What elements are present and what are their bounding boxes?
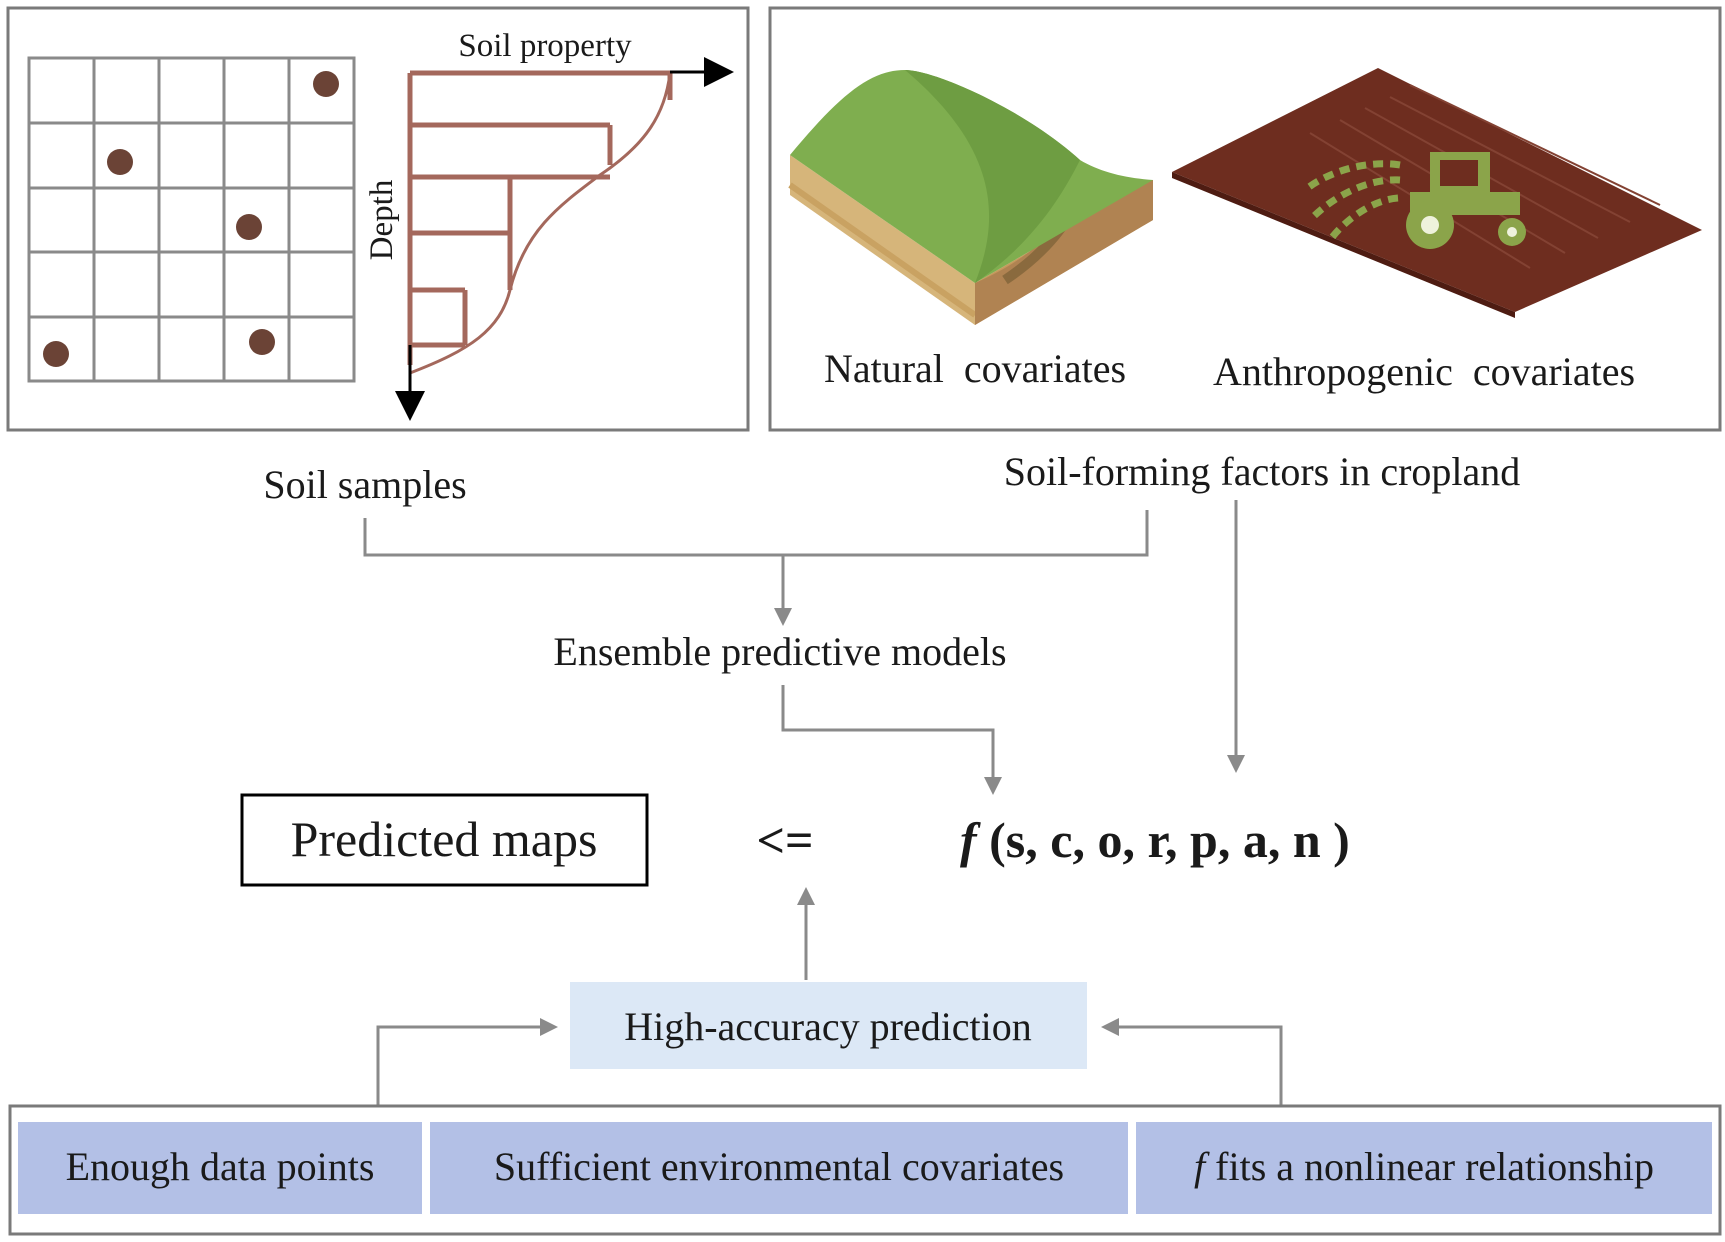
arrow-right-condition bbox=[1101, 1018, 1283, 1106]
high-accuracy-label: High-accuracy prediction bbox=[624, 1004, 1032, 1049]
sample-point bbox=[107, 149, 133, 175]
sample-point bbox=[43, 341, 69, 367]
sample-point bbox=[249, 329, 275, 355]
sampling-grid bbox=[27, 56, 356, 383]
soil-forming-factors-label: Soil-forming factors in cropland bbox=[1004, 449, 1521, 494]
depth-profile bbox=[407, 70, 673, 375]
covariates-panel bbox=[768, 6, 1722, 432]
arrow-left-condition bbox=[376, 1018, 558, 1106]
terrain-illustration bbox=[788, 70, 1153, 325]
condition-nonlinear bbox=[1136, 1122, 1712, 1214]
anthropogenic-covariates-label: Anthropogenic covariates bbox=[1213, 349, 1635, 394]
ensemble-models-label: Ensemble predictive models bbox=[553, 629, 1006, 674]
soil-function-formula: f (s, c, o, r, p, a, n ) bbox=[960, 812, 1350, 868]
predicted-maps-label: Predicted maps bbox=[291, 811, 598, 867]
soil-property-label: Soil property bbox=[458, 28, 632, 64]
condition-covariates bbox=[430, 1122, 1128, 1214]
high-accuracy-box bbox=[570, 982, 1087, 1069]
tractor-icon bbox=[1302, 152, 1526, 249]
derived-from-symbol: <= bbox=[757, 812, 814, 868]
condition-1-label: Enough data points bbox=[66, 1144, 375, 1189]
merge-connector bbox=[363, 510, 1149, 557]
soil-samples-panel bbox=[6, 6, 750, 432]
condition-data-points bbox=[18, 1122, 422, 1214]
depth-label: Depth bbox=[364, 179, 400, 260]
conditions-panel bbox=[8, 1104, 1722, 1236]
sample-point bbox=[236, 214, 262, 240]
sample-point bbox=[313, 71, 339, 97]
condition-3-label: f fits a nonlinear relationship bbox=[1194, 1144, 1654, 1189]
predicted-maps-box bbox=[240, 793, 649, 887]
soil-samples-label: Soil samples bbox=[263, 462, 466, 507]
natural-covariates-label: Natural covariates bbox=[824, 346, 1126, 391]
arrow-ensemble-to-function bbox=[781, 685, 1002, 795]
condition-2-label: Sufficient environmental covariates bbox=[494, 1144, 1064, 1189]
